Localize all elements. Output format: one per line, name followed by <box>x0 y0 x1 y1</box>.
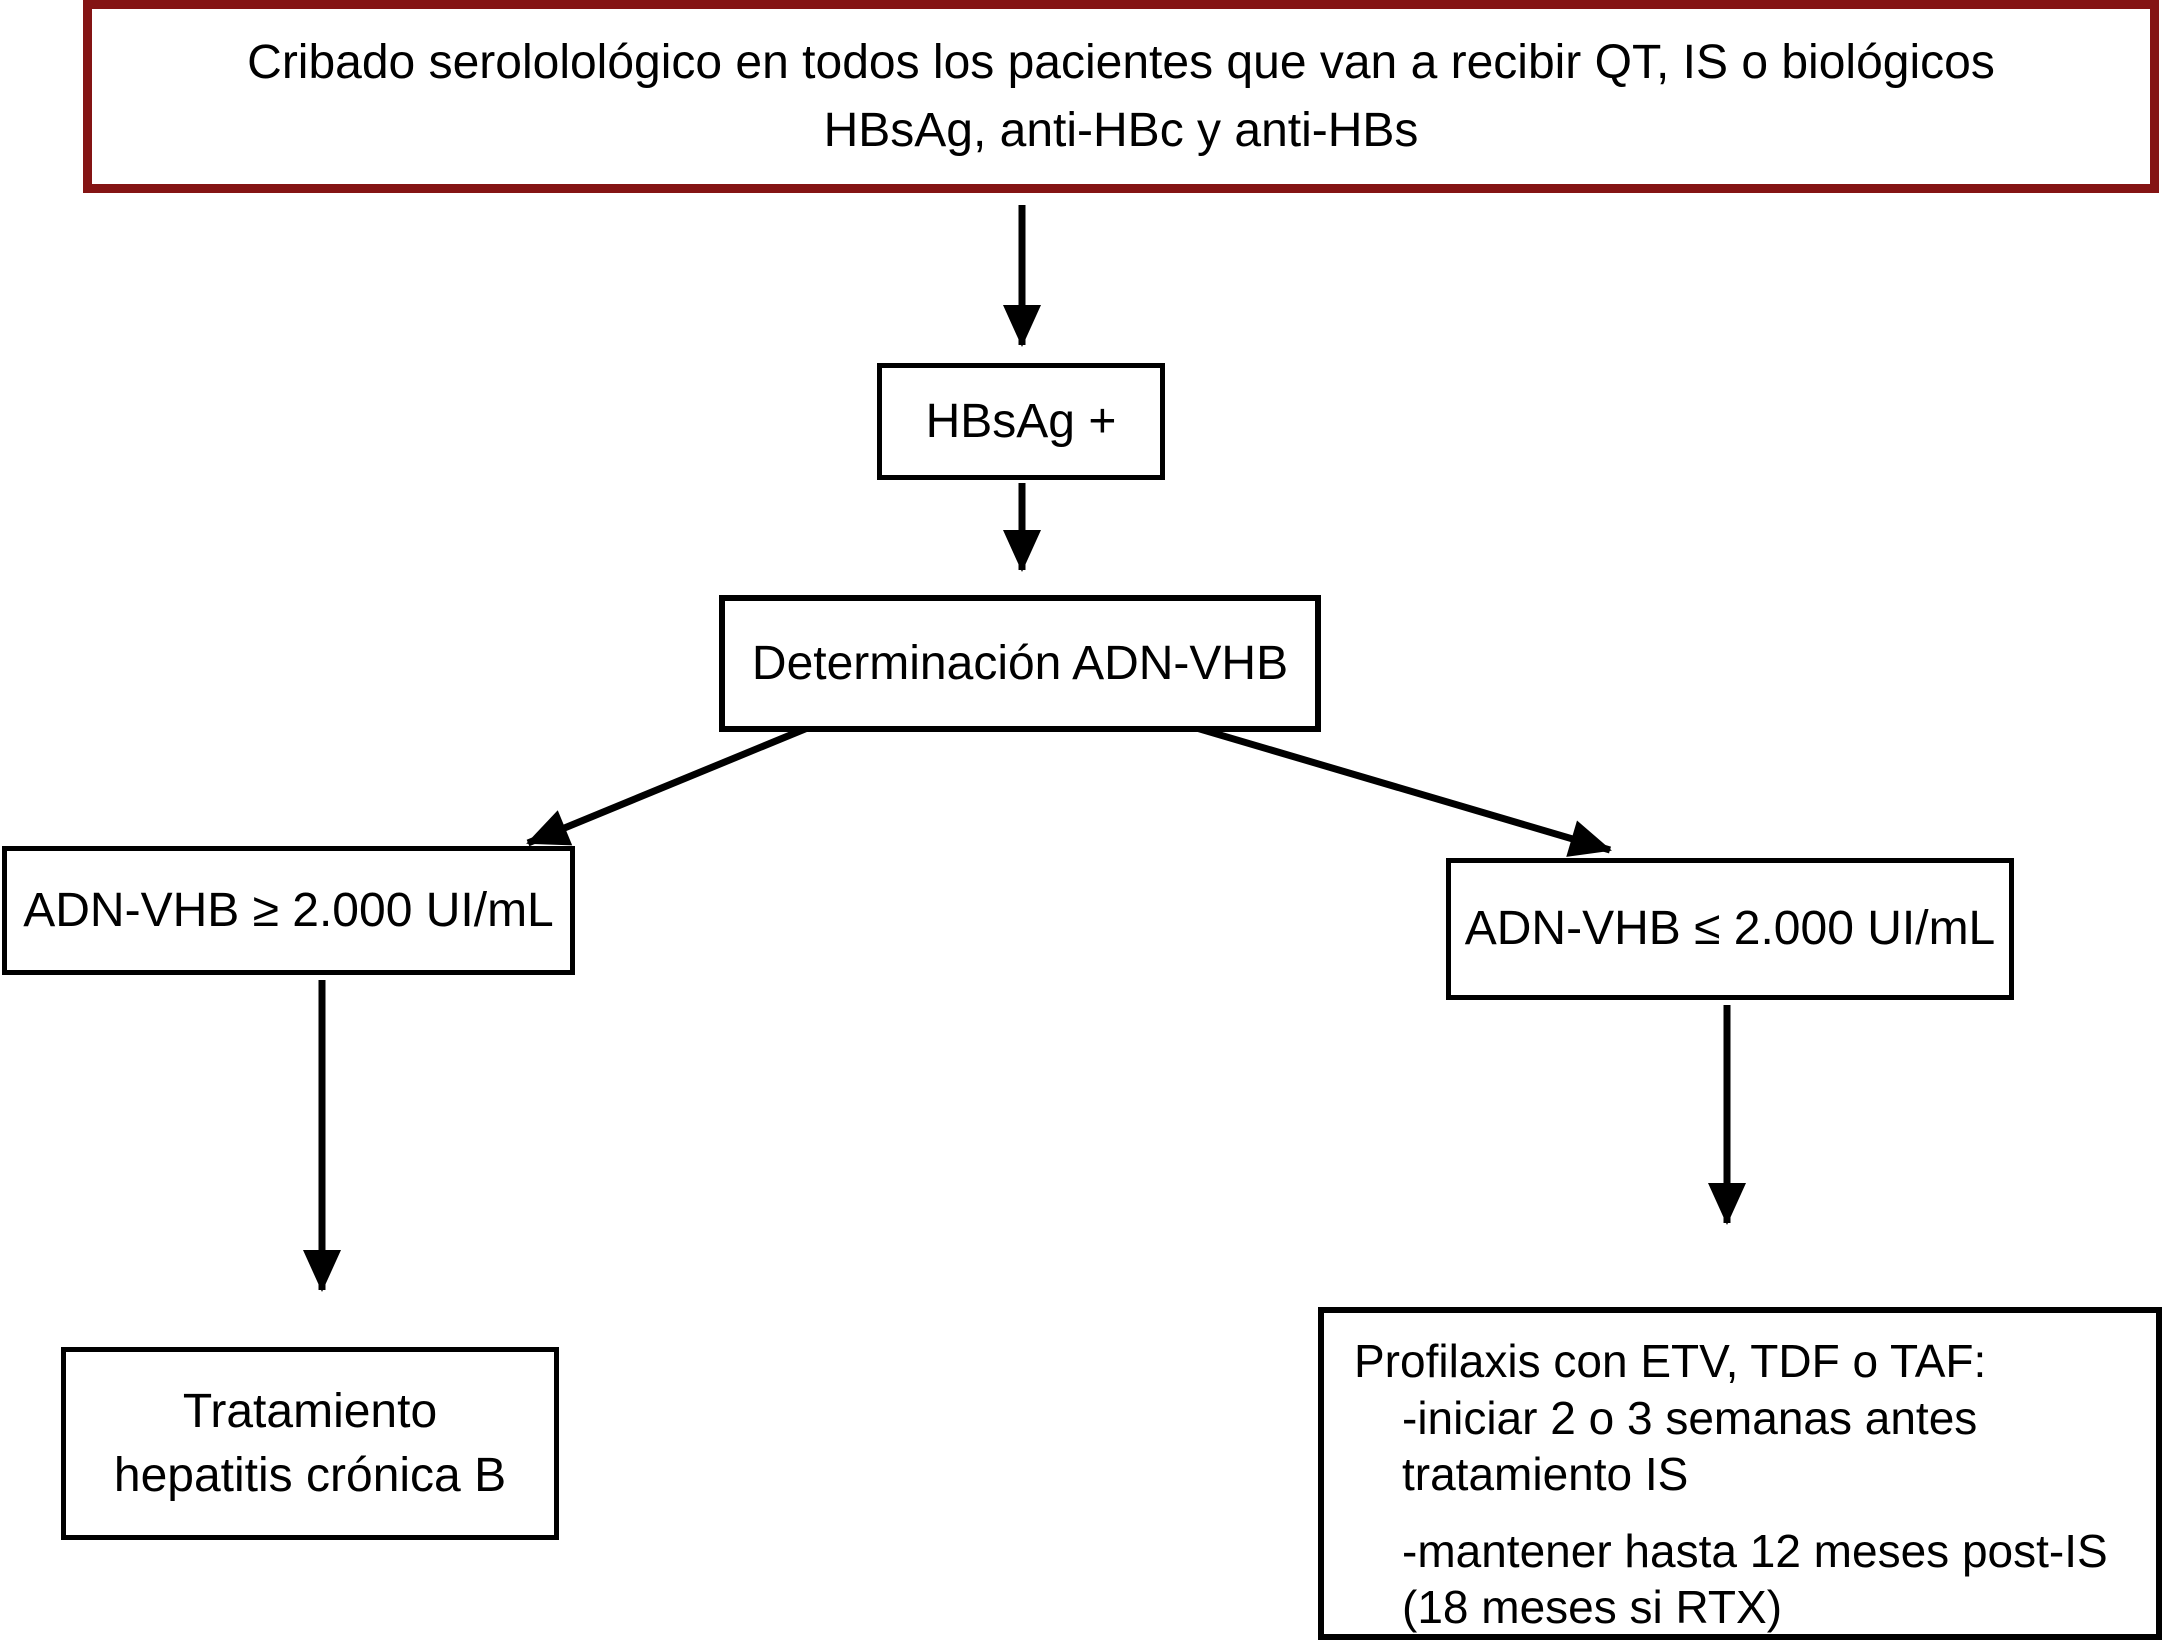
prophylaxis-item1-line2: tratamiento IS <box>1402 1448 1689 1501</box>
screening-line2: HBsAg, anti-HBc y anti-HBs <box>823 103 1419 157</box>
node-screening: Cribado serololológico en todos los paci… <box>83 0 2159 193</box>
node-prophylaxis: Profilaxis con ETV, TDF o TAF: -iniciar … <box>1318 1307 2162 1640</box>
prophylaxis-item1-line1: -iniciar 2 o 3 semanas antes <box>1402 1391 1978 1444</box>
dna-determination-label: Determinación ADN-VHB <box>751 636 1289 690</box>
node-hbsag-positive: HBsAg + <box>877 363 1165 480</box>
prophylaxis-item2-line2: (18 meses si RTX) <box>1402 1581 1783 1634</box>
hbsag-positive-label: HBsAg + <box>925 394 1117 448</box>
node-dna-high: ADN-VHB ≥ 2.000 UI/mL <box>2 846 575 975</box>
dna-low-label: ADN-VHB ≤ 2.000 UI/mL <box>1464 902 1996 956</box>
chronic-treatment-line2: hepatitis crónica B <box>113 1448 507 1502</box>
screening-line1: Cribado serololológico en todos los paci… <box>247 36 1995 90</box>
prophylaxis-title: Profilaxis con ETV, TDF o TAF: <box>1354 1335 1987 1387</box>
node-chronic-treatment: Tratamiento hepatitis crónica B <box>61 1347 559 1540</box>
node-dna-low: ADN-VHB ≤ 2.000 UI/mL <box>1446 858 2014 1000</box>
dna-high-label: ADN-VHB ≥ 2.000 UI/mL <box>23 883 554 937</box>
node-dna-determination: Determinación ADN-VHB <box>719 595 1321 732</box>
prophylaxis-item2-line1: -mantener hasta 12 meses post-IS <box>1402 1524 2108 1577</box>
chronic-treatment-line1: Tratamiento <box>182 1385 438 1439</box>
